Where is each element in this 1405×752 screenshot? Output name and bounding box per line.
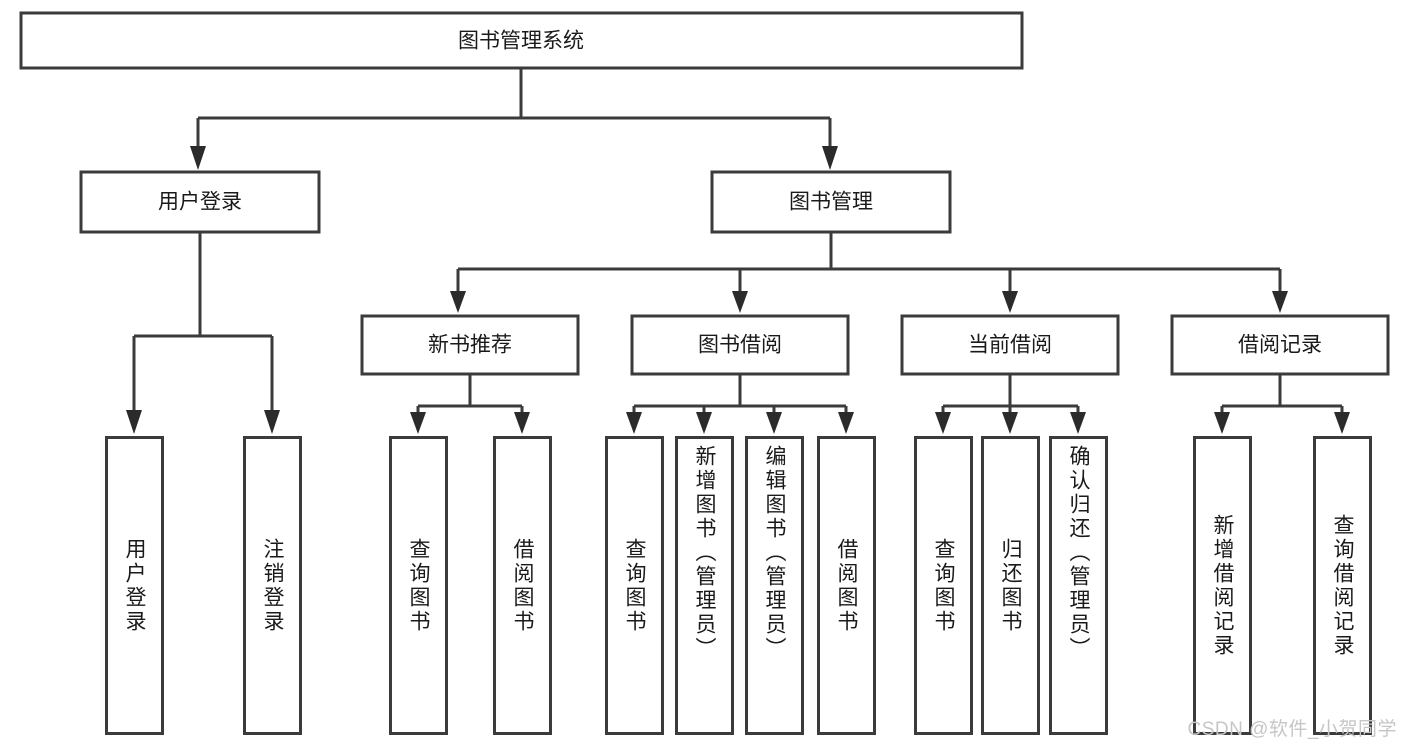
connector-book-management-to-level3 bbox=[450, 232, 1288, 313]
arrow-head-icon bbox=[410, 412, 426, 434]
leaf-node-logout[interactable]: 注销登录 bbox=[243, 436, 302, 735]
leaf-node-borrow-book[interactable]: 借阅图书 bbox=[817, 436, 876, 735]
level2-label: 图书管理 bbox=[789, 191, 873, 214]
leaf-node-query-borrow-record[interactable]: 查询借阅记录 bbox=[1313, 436, 1372, 735]
leaf-label: 借阅图书 bbox=[835, 537, 858, 634]
arrow-head-icon bbox=[696, 412, 712, 434]
arrow-head-icon bbox=[264, 410, 280, 434]
arrow-head-icon bbox=[766, 412, 782, 434]
arrow-head-icon bbox=[1070, 412, 1086, 434]
leaf-node-add-book-admin[interactable]: 新增图书（管理员） bbox=[675, 436, 734, 735]
leaf-label: 查询图书 bbox=[407, 537, 430, 634]
node-current-borrow[interactable]: 当前借阅 bbox=[900, 314, 1120, 376]
leaf-node-return-book[interactable]: 归还图书 bbox=[981, 436, 1040, 735]
connector-book-borrow-to-leaves bbox=[626, 374, 854, 434]
leaf-node-add-borrow-record[interactable]: 新增借阅记录 bbox=[1193, 436, 1252, 735]
level3-box bbox=[1170, 314, 1390, 376]
root-label: 图书管理系统 bbox=[458, 30, 584, 53]
leaf-label: 确认归还（管理员） bbox=[1067, 445, 1090, 661]
leaf-node-edit-book-admin[interactable]: 编辑图书（管理员） bbox=[745, 436, 804, 735]
leaf-label: 新增借阅记录 bbox=[1211, 513, 1234, 658]
leaf-label: 新增图书（管理员） bbox=[693, 445, 716, 661]
arrow-head-icon bbox=[1334, 412, 1350, 434]
level2-box bbox=[79, 170, 321, 234]
level3-label: 当前借阅 bbox=[968, 334, 1052, 357]
leaf-label: 查询借阅记录 bbox=[1331, 513, 1354, 658]
leaf-node-user-login[interactable]: 用户登录 bbox=[105, 436, 164, 735]
level3-box bbox=[630, 314, 850, 376]
node-new-book-recommend[interactable]: 新书推荐 bbox=[360, 314, 580, 376]
leaf-label: 查询图书 bbox=[623, 537, 646, 634]
leaf-node-query-book-recommend[interactable]: 查询图书 bbox=[389, 436, 448, 735]
leaf-node-confirm-return-admin[interactable]: 确认归还（管理员） bbox=[1049, 436, 1108, 735]
connector-borrow-record-to-leaves bbox=[1214, 374, 1350, 434]
leaf-label: 查询图书 bbox=[932, 537, 955, 634]
arrow-head-icon bbox=[514, 412, 530, 434]
root-box bbox=[19, 11, 1024, 70]
arrow-head-icon bbox=[126, 410, 142, 434]
arrow-head-icon bbox=[732, 291, 748, 313]
connector-user-login-to-leaves bbox=[126, 232, 280, 434]
leaf-label: 编辑图书（管理员） bbox=[763, 445, 786, 661]
level3-label: 新书推荐 bbox=[428, 334, 512, 357]
node-book-borrow[interactable]: 图书借阅 bbox=[630, 314, 850, 376]
level3-box bbox=[360, 314, 580, 376]
leaf-node-query-book-borrow[interactable]: 查询图书 bbox=[605, 436, 664, 735]
leaf-label: 用户登录 bbox=[123, 537, 146, 634]
leaf-node-borrow-book-recommend[interactable]: 借阅图书 bbox=[493, 436, 552, 735]
leaf-label: 借阅图书 bbox=[511, 537, 534, 634]
connector-current-borrow-to-leaves bbox=[935, 374, 1086, 434]
arrow-head-icon bbox=[1272, 291, 1288, 313]
node-borrow-record[interactable]: 借阅记录 bbox=[1170, 314, 1390, 376]
arrow-head-icon bbox=[450, 291, 466, 313]
node-book-management[interactable]: 图书管理 bbox=[710, 170, 952, 234]
node-user-login[interactable]: 用户登录 bbox=[79, 170, 321, 234]
arrow-head-icon bbox=[1002, 291, 1018, 313]
leaf-label: 归还图书 bbox=[999, 537, 1022, 634]
arrow-head-icon bbox=[838, 412, 854, 434]
arrow-head-icon bbox=[822, 146, 838, 170]
connector-new-book-recommend-to-leaves bbox=[410, 374, 530, 434]
arrow-head-icon bbox=[1002, 412, 1018, 434]
level3-label: 图书借阅 bbox=[698, 334, 782, 357]
level2-box bbox=[710, 170, 952, 234]
arrow-head-icon bbox=[190, 146, 206, 170]
node-root[interactable]: 图书管理系统 bbox=[19, 11, 1024, 70]
leaf-node-query-book-current[interactable]: 查询图书 bbox=[914, 436, 973, 735]
level3-label: 借阅记录 bbox=[1238, 334, 1322, 357]
arrow-head-icon bbox=[935, 412, 951, 434]
connector-root-to-level2 bbox=[190, 68, 838, 170]
arrow-head-icon bbox=[626, 412, 642, 434]
arrow-head-icon bbox=[1214, 412, 1230, 434]
leaf-label: 注销登录 bbox=[261, 537, 284, 634]
level2-label: 用户登录 bbox=[158, 191, 242, 214]
